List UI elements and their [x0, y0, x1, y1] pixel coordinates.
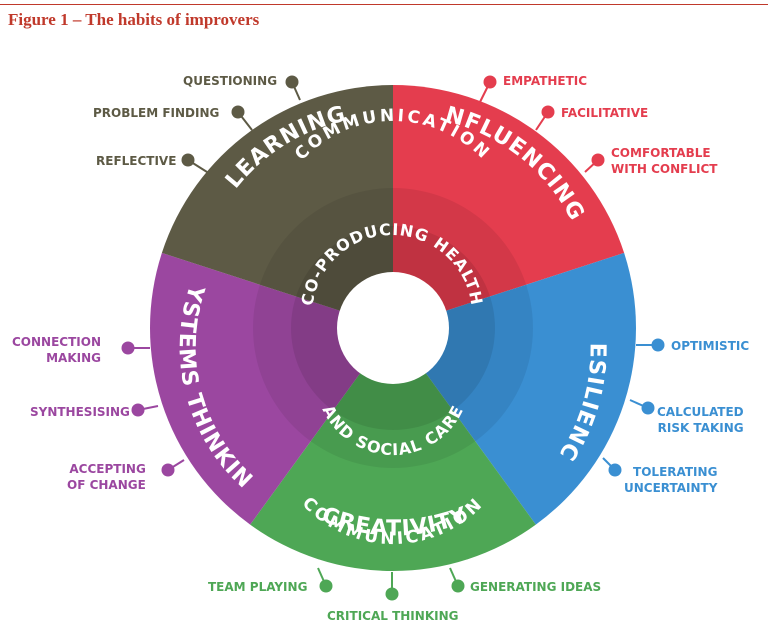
connector-dot [181, 153, 195, 167]
habit-tolerating-uncertainty: TOLERATING UNCERTAINTY [624, 465, 718, 495]
habit-generating-ideas: GENERATING IDEAS [470, 580, 602, 594]
sector-systems [149, 252, 393, 525]
connector-dot [121, 341, 135, 355]
connector-dot [385, 587, 399, 601]
connector-dot [591, 153, 605, 167]
sector-influencing [393, 85, 625, 328]
habit-team-playing: TEAM PLAYING [208, 580, 308, 594]
connector-dot [161, 463, 175, 477]
habit-connection-making: CONNECTION MAKING [12, 335, 101, 365]
connector-dot [131, 403, 145, 417]
connector-dot [483, 75, 497, 89]
habit-empathetic: EMPATHETIC [503, 74, 588, 88]
sector-learning [161, 85, 393, 328]
connector-dot [451, 579, 465, 593]
habit-accepting-of-change: ACCEPTING OF CHANGE [67, 462, 146, 492]
habit-questioning: QUESTIONING [183, 74, 278, 88]
habit-problem-finding: PROBLEM FINDING [93, 106, 220, 120]
connector-dot [608, 463, 622, 477]
center-hole [337, 272, 449, 384]
habit-facilitative: FACILITATIVE [561, 106, 649, 120]
connector-dot [651, 338, 665, 352]
habit-calculated-risk-taking: CALCULATED RISK TAKING [657, 405, 744, 435]
connector-dot [319, 579, 333, 593]
connector-dot [231, 105, 245, 119]
connector-dot [285, 75, 299, 89]
habit-optimistic: OPTIMISTIC [671, 339, 750, 353]
sector-resilience [393, 252, 636, 525]
top-rule [0, 4, 768, 5]
habit-synthesising: SYNTHESISING [30, 405, 130, 419]
figure-title: Figure 1 – The habits of improvers [8, 10, 260, 29]
connector-dot [641, 401, 655, 415]
habit-critical-thinking: CRITICAL THINKING [327, 609, 459, 623]
sector-creativity [250, 328, 536, 571]
habit-comfortable-with-conflict: COMFORTABLE WITH CONFLICT [611, 146, 718, 176]
connector-dot [541, 105, 555, 119]
habit-reflective: REFLECTIVE [96, 154, 177, 168]
